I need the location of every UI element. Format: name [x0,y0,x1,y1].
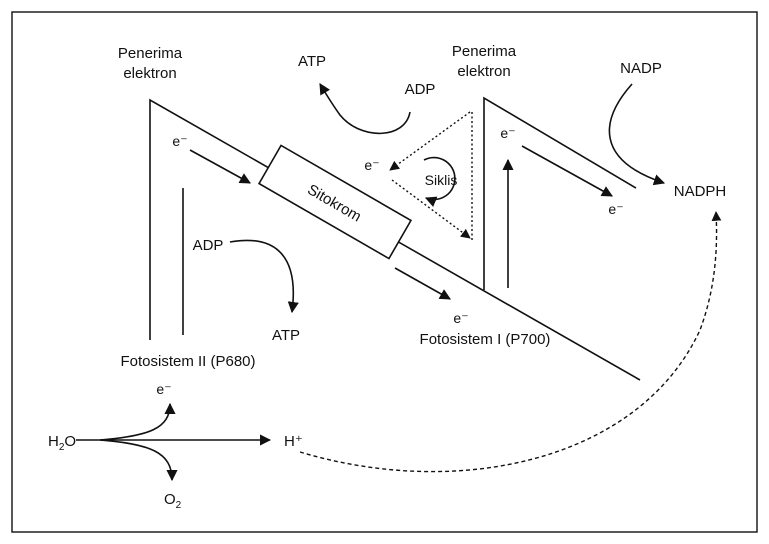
e-arrow-to-sitokrom [189,149,251,184]
photosystem-1-electron-path [483,96,637,290]
penerima-elektron-2-line1: Penerima [452,43,517,60]
e-arrow-to-nadp [521,145,613,197]
electron-label-left: e⁻ [172,133,187,149]
fotosistem-1-label: Fotosistem I (P700) [420,331,551,348]
siklis-label: Siklis [425,172,458,188]
atp-mid-label: ATP [272,327,300,344]
electron-label-ps1-top: e⁻ [500,125,515,141]
e-arrow-to-ps1 [394,267,451,300]
water-to-oxygen-arrow [99,439,178,482]
adp-top-label: ADP [405,81,436,98]
photosystem-2-electron-path [149,98,641,381]
electron-label-right: e⁻ [608,201,623,217]
electron-label-water: e⁻ [156,381,171,397]
oxygen-label: O2 [164,491,182,511]
nadp-label: NADP [620,60,662,77]
nadph-curve-arrow [608,83,666,186]
electron-label-ps1-bottom: e⁻ [453,310,468,326]
adp-mid-label: ADP [193,237,224,254]
sitokrom-box: Sitokrom [257,144,413,260]
water-to-electron-arrow [99,402,176,441]
proton-to-nadph-dashed-arrow [299,211,722,473]
cycle-dashed-return-arrow [389,111,471,171]
cycle-dashed-forward-arrow [391,179,471,239]
atp-top-label: ATP [298,53,326,70]
water-label: H2O [48,433,76,453]
penerima-elektron-2-line2: elektron [457,63,510,80]
siklis-cycle-arrow [423,156,456,207]
penerima-elektron-1-line1: Penerima [118,45,183,62]
fotosistem-2-label: Fotosistem II (P680) [120,353,255,370]
penerima-elektron-1-line2: elektron [123,65,176,82]
diagram-frame [11,11,758,533]
nadph-label: NADPH [674,183,727,200]
proton-label: H⁺ [284,433,303,450]
atp-mid-curve-arrow [229,239,299,314]
atp-top-curve-arrow [319,83,411,135]
electron-label-cycle: e⁻ [364,157,379,173]
